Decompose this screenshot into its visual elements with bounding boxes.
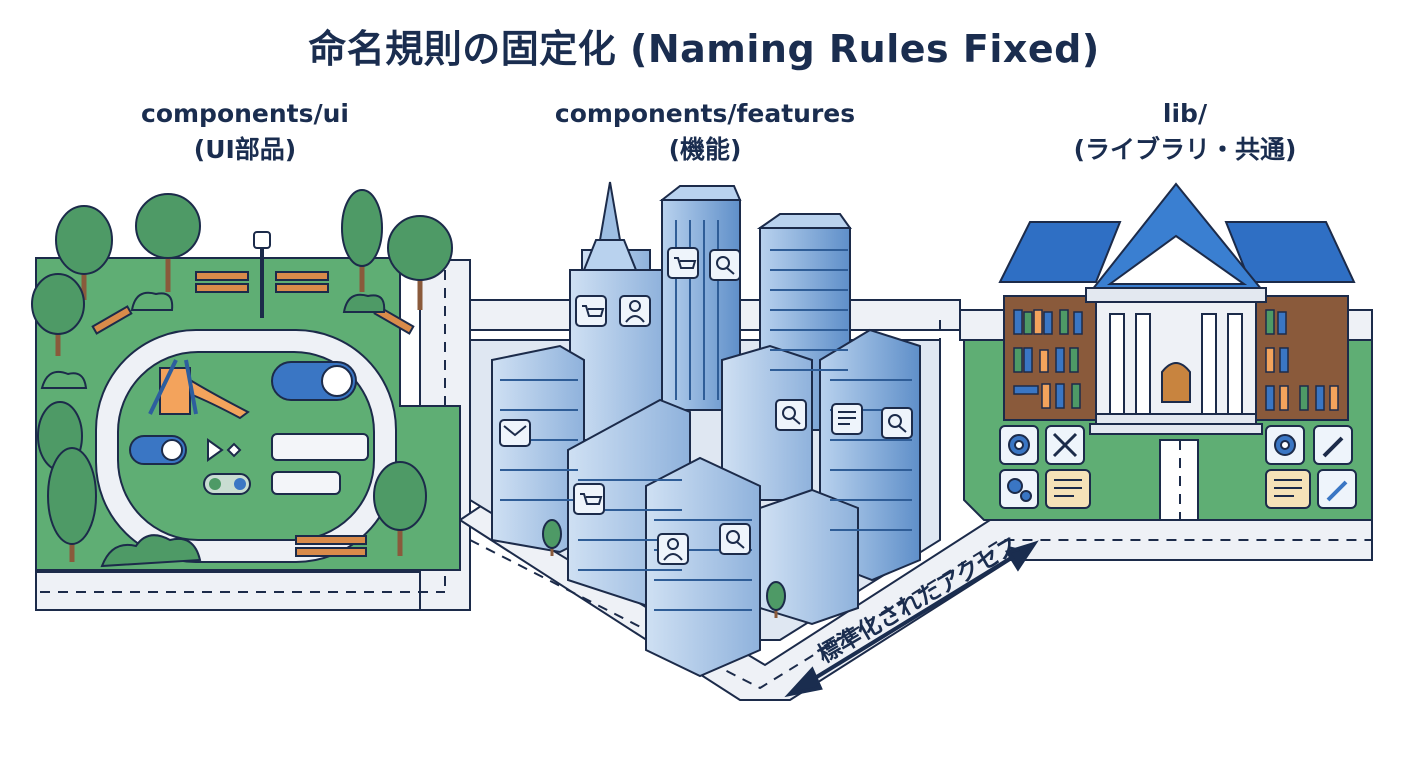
scroll-icon: [1045, 469, 1091, 509]
user-icon: [657, 533, 689, 565]
switch-icon: [129, 435, 187, 465]
tree-icon: [542, 519, 786, 618]
search-icon: [775, 399, 807, 431]
district-desc-lib: (ライブラリ・共通): [1073, 135, 1297, 164]
bench-icon: [91, 271, 415, 557]
tree-icon: [31, 189, 453, 568]
user-icon: [619, 295, 651, 327]
district-desc-features: (機能): [668, 135, 742, 164]
district-label-ui: components/ui (UI部品): [100, 96, 390, 168]
district-path-features: components/features: [554, 99, 856, 128]
district-label-features: components/features (機能): [530, 96, 880, 168]
cart-icon: [667, 247, 699, 279]
building-front: [645, 456, 761, 678]
mail-icon: [499, 419, 531, 447]
features-city-district: [469, 181, 941, 678]
play-icon: [207, 438, 242, 462]
page-title: 命名規則の固定化 (Naming Rules Fixed): [308, 27, 1100, 71]
book-icon: [1013, 309, 1339, 411]
cart-icon: [575, 295, 607, 327]
district-label-lib: lib/ (ライブラリ・共通): [1030, 96, 1340, 168]
district-path-lib: lib/: [1162, 99, 1208, 128]
search-icon: [881, 407, 913, 439]
district-desc-ui: (UI部品): [193, 135, 297, 164]
ui-park-district: [31, 189, 461, 571]
search-icon: [719, 523, 751, 555]
gear-icon: [999, 469, 1039, 509]
library-district: [963, 182, 1373, 521]
gear-icon: [1265, 425, 1305, 465]
input-field-icon: [271, 433, 369, 461]
access-arrow-icon: [784, 540, 1039, 698]
toggle-icon: [271, 361, 357, 401]
slider-icon: [203, 473, 251, 495]
gear-icon: [999, 425, 1039, 465]
wrench-icon: [1045, 425, 1085, 465]
wrench-icon: [1313, 425, 1353, 465]
lamp-icon: [253, 231, 271, 318]
scroll-icon: [1265, 469, 1311, 509]
button-icon: [271, 471, 341, 495]
district-path-ui: components/ui: [141, 99, 349, 128]
search-icon: [709, 249, 741, 281]
cart-icon: [573, 483, 605, 515]
slide-icon: [148, 359, 250, 420]
document-icon: [831, 403, 863, 435]
wrench-icon: [1317, 469, 1357, 509]
